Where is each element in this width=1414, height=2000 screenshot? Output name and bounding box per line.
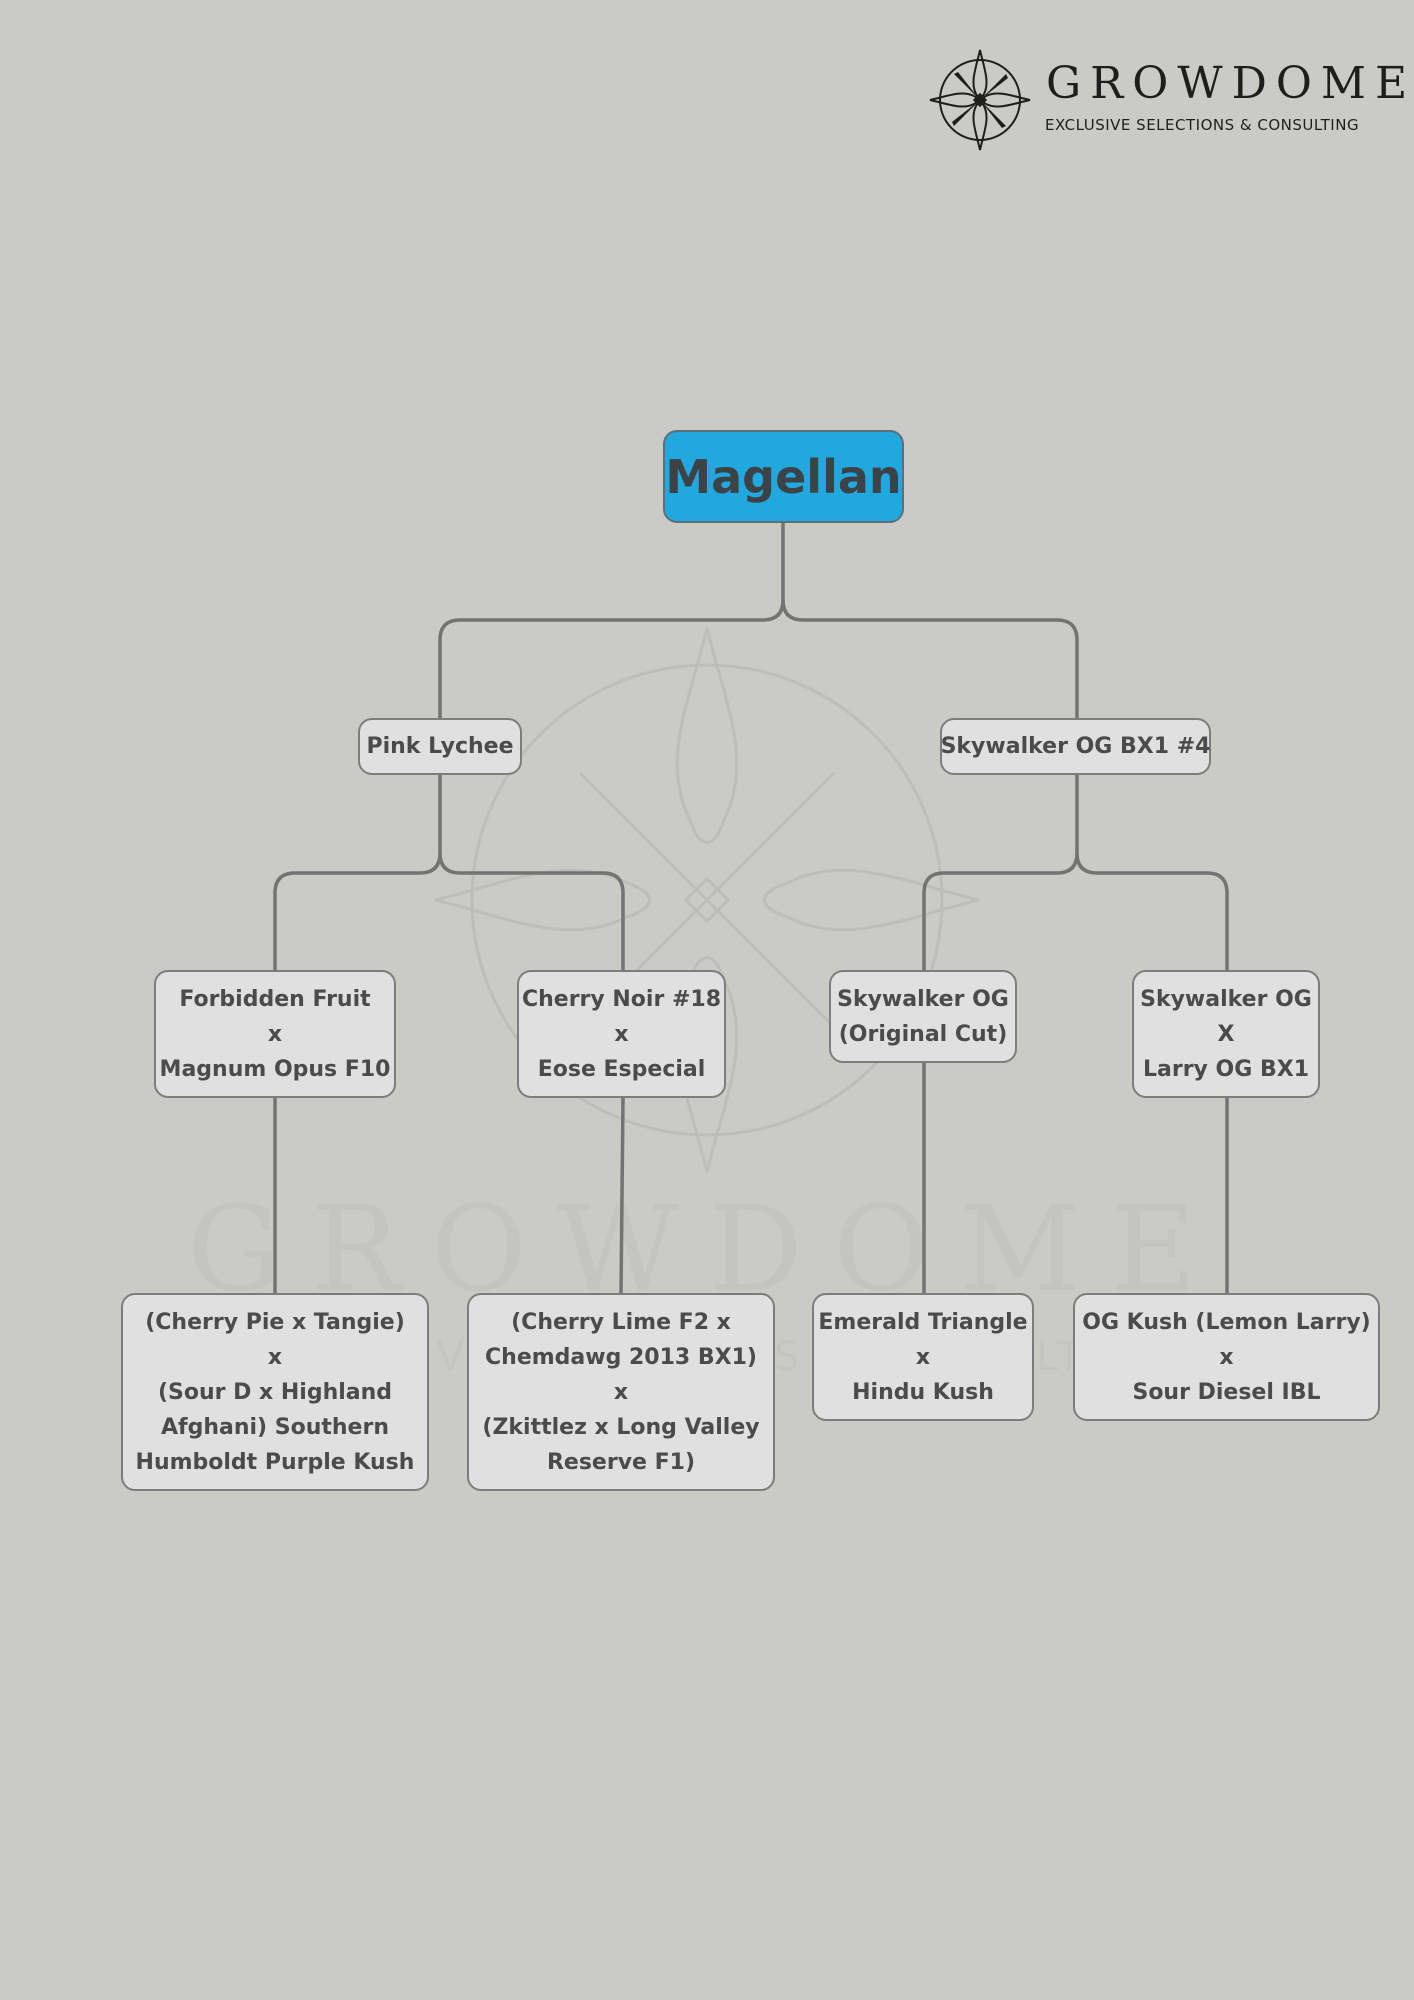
- cannabis-leaf-compass-icon: [929, 49, 1031, 151]
- grandparent-line: Skywalker OG: [837, 986, 1009, 1012]
- root-strain-node: Magellan: [663, 430, 904, 523]
- great-grandparent-line: Afghani) Southern: [160, 1414, 389, 1440]
- grandparent-line: Skywalker OG: [1140, 986, 1312, 1012]
- brand-tagline: EXCLUSIVE SELECTIONS & CONSULTING: [1045, 116, 1360, 134]
- great-grandparent-line: x: [1219, 1344, 1234, 1370]
- brand-name: GROWDOME: [1046, 58, 1414, 109]
- great-grandparent-line: Hindu Kush: [852, 1379, 994, 1405]
- parent-node-skywalker-og-bx1: Skywalker OG BX1 #4: [940, 718, 1211, 775]
- grandparent-line: Cherry Noir #18: [521, 986, 722, 1012]
- grandparent-node-skywalker-og-larry: Skywalker OG X Larry OG BX1: [1132, 970, 1320, 1098]
- grandparent-line: (Original Cut): [838, 1021, 1008, 1047]
- parent-node-pink-lychee: Pink Lychee: [358, 718, 522, 775]
- connector-pink-lychee: [273, 775, 625, 970]
- connector-skywalker-bx1: [922, 775, 1229, 970]
- great-grandparent-line: (Cherry Lime F2 x: [511, 1309, 731, 1335]
- grandparent-line: Forbidden Fruit: [179, 986, 371, 1012]
- great-grandparent-line: x: [915, 1344, 931, 1370]
- great-grandparent-line: Chemdawg 2013 BX1): [485, 1344, 757, 1370]
- grandparent-node-skywalker-og-original: Skywalker OG (Original Cut): [829, 970, 1017, 1063]
- great-grandparent-line: (Cherry Pie x Tangie): [145, 1309, 405, 1335]
- grandparent-line: Eose Especial: [537, 1056, 706, 1082]
- great-grandparent-line: Humboldt Purple Kush: [135, 1449, 415, 1475]
- great-grandparent-node-emerald-triangle: Emerald Triangle x Hindu Kush: [812, 1293, 1034, 1421]
- great-grandparent-line: OG Kush (Lemon Larry): [1082, 1309, 1371, 1335]
- great-grandparent-line: Reserve F1): [546, 1449, 696, 1475]
- brand-logo: GROWDOME EXCLUSIVE SELECTIONS & CONSULTI…: [928, 48, 1407, 158]
- grandparent-line: Larry OG BX1: [1142, 1056, 1310, 1082]
- grandparent-line: x: [267, 1021, 283, 1047]
- great-grandparent-line: x: [267, 1344, 283, 1370]
- grandparent-line: Magnum Opus F10: [159, 1056, 391, 1082]
- root-strain-label: Magellan: [665, 449, 902, 504]
- great-grandparent-line: x: [613, 1379, 629, 1405]
- great-grandparent-line: Sour Diesel IBL: [1132, 1379, 1321, 1405]
- great-grandparent-node-cherry-lime-zkittlez: (Cherry Lime F2 x Chemdawg 2013 BX1) x (…: [467, 1293, 775, 1491]
- parent-label: Skywalker OG BX1 #4: [940, 734, 1211, 759]
- great-grandparent-line: Emerald Triangle: [818, 1309, 1028, 1335]
- great-grandparent-node-og-kush-sour-diesel: OG Kush (Lemon Larry) x Sour Diesel IBL: [1073, 1293, 1380, 1421]
- parent-label: Pink Lychee: [366, 734, 514, 759]
- grandparent-line: X: [1217, 1021, 1235, 1047]
- great-grandparent-line: (Sour D x Highland: [157, 1379, 393, 1405]
- grandparent-line: x: [614, 1021, 629, 1047]
- connector-cn-ee: [619, 1097, 625, 1294]
- grandparent-node-forbidden-fruit-magnum-opus: Forbidden Fruit x Magnum Opus F10: [154, 970, 396, 1098]
- great-grandparent-line: (Zkittlez x Long Valley: [482, 1414, 760, 1440]
- connector-root-to-parents: [438, 523, 1079, 718]
- grandparent-node-cherry-noir-eose: Cherry Noir #18 x Eose Especial: [517, 970, 726, 1098]
- great-grandparent-node-cherry-pie-tangie: (Cherry Pie x Tangie) x (Sour D x Highla…: [121, 1293, 429, 1491]
